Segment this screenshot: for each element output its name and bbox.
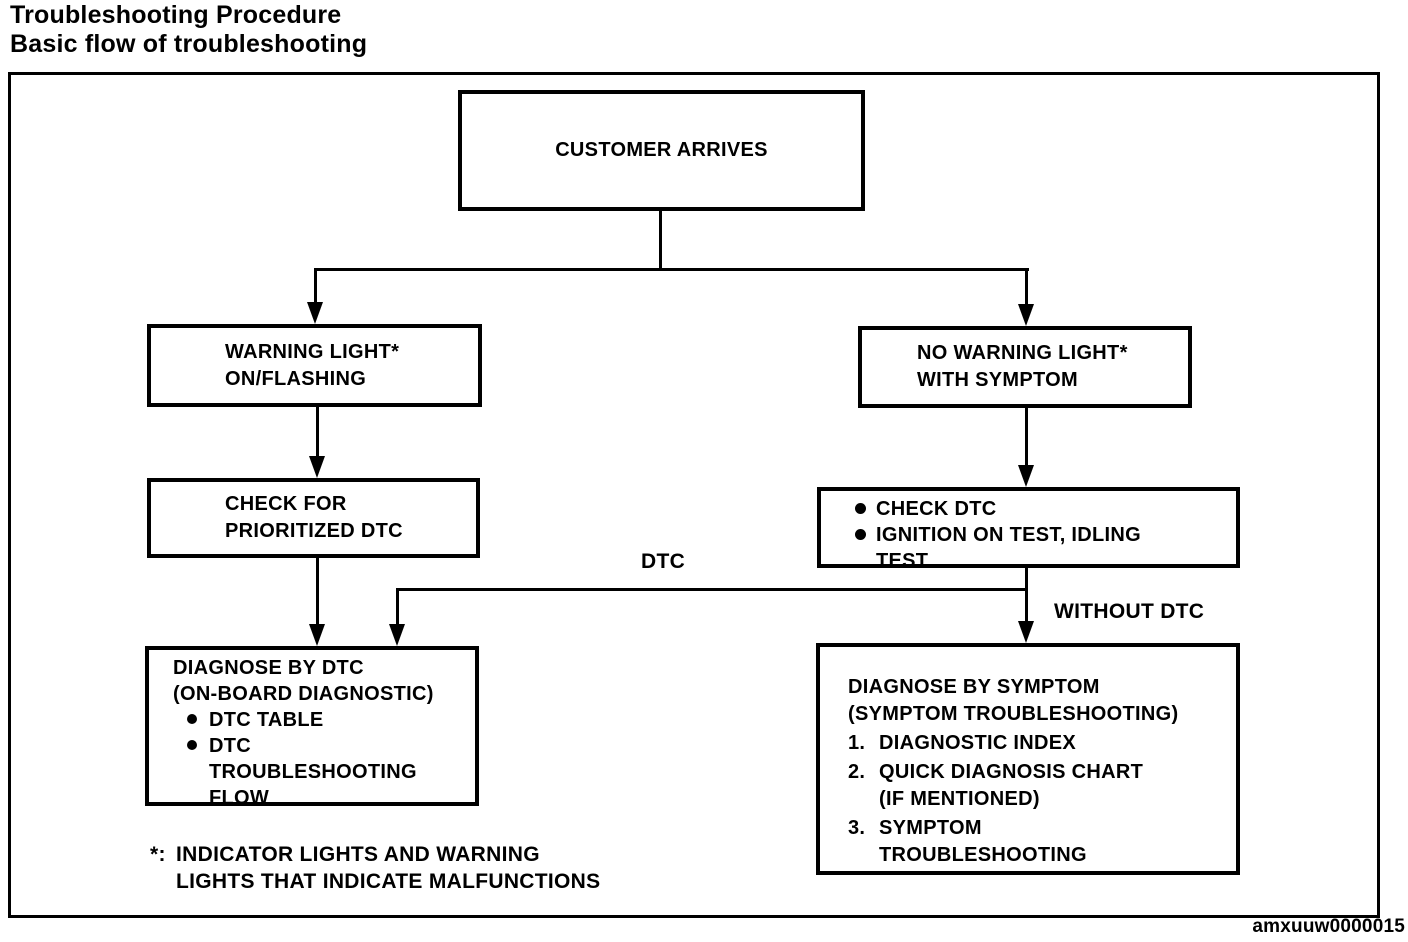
bullet-item: CHECK DTC [855,496,1230,522]
arrowhead-to-diagsym [1018,621,1034,643]
bullet-icon [187,714,197,724]
bullet-icon [855,529,866,540]
node-line: WARNING LIGHT* [225,340,400,363]
connector-withoutdtc-to-diagsym [1025,588,1028,625]
item-number: 3. [848,817,866,839]
bullet-item: DTC TABLE [187,707,469,733]
numbered-item: 1. DIAGNOSTIC INDEX [848,730,1230,757]
connector-dtc-to-diagdtc [396,588,399,628]
numbered-item: 2. QUICK DIAGNOSIS CHART (IF MENTIONED) [848,759,1230,813]
node-warning-light: WARNING LIGHT* ON/FLASHING [147,324,482,407]
bullet-line: DTC TABLE [209,709,324,731]
title-line-2: Basic flow of troubleshooting [10,30,368,58]
item-number: 2. [848,761,866,783]
title-line-1: Troubleshooting Procedure [10,1,342,29]
bullet-item: DTC TROUBLESHOOTING FLOW [187,733,469,811]
connector-check-to-diagdtc [316,558,319,628]
diagram-frame [8,72,1380,918]
node-diagnose-by-symptom: DIAGNOSE BY SYMPTOM (SYMPTOM TROUBLESHOO… [816,643,1240,875]
connector-customer-down [659,211,662,271]
footnote-line: LIGHTS THAT INDICATE MALFUNCTIONS [176,870,601,893]
connector-dtc-horizontal [396,588,1028,591]
item-line: (IF MENTIONED) [879,788,1040,810]
node-check-prioritized-dtc: CHECK FOR PRIORITIZED DTC [147,478,480,558]
node-customer-arrives: CUSTOMER ARRIVES [458,90,865,211]
bullet-line: TEST [876,550,929,572]
bullet-line: CHECK DTC [876,498,997,520]
footnote-marker: *: [150,843,166,866]
connector-warning-to-check [316,407,319,460]
node-subtitle: (ON-BOARD DIAGNOSTIC) [173,683,434,705]
item-number: 1. [848,732,866,754]
arrowhead-to-check-prioritized [309,456,325,478]
connector-checkdtc-down [1025,567,1028,591]
arrowhead-to-check-dtc [1018,465,1034,487]
node-line: ON/FLASHING [225,367,367,390]
bullet-icon [187,740,197,750]
edge-label-without-dtc: WITHOUT DTC [1054,600,1205,623]
bullet-line: IGNITION ON TEST, IDLING [876,524,1141,546]
edge-label-dtc: DTC [641,550,686,573]
bullet-line: DTC [209,735,252,757]
arrowhead-dtc-to-diagdtc [389,624,405,646]
page-title: Troubleshooting Procedure Basic flow of … [10,1,367,59]
connector-nowarn-to-checkdtc [1025,408,1028,469]
arrowhead-to-no-warning-light [1018,304,1034,326]
node-label: CUSTOMER ARRIVES [555,139,768,161]
arrowhead-to-warning-light [307,302,323,324]
item-line: SYMPTOM [879,817,982,839]
connector-split-horizontal [314,268,1029,271]
node-subtitle: (SYMPTOM TROUBLESHOOTING) [848,703,1179,725]
node-line: WITH SYMPTOM [917,369,1079,391]
node-title: DIAGNOSE BY SYMPTOM [848,676,1100,698]
arrowhead-check-to-diagdtc [309,624,325,646]
bullet-icon [855,503,866,514]
node-diagnose-by-dtc: DIAGNOSE BY DTC (ON-BOARD DIAGNOSTIC) DT… [145,646,479,809]
node-line: CHECK FOR [225,493,347,515]
connector-to-warning-light [314,268,317,306]
item-line: DIAGNOSTIC INDEX [879,732,1077,754]
node-title: DIAGNOSE BY DTC [173,657,364,679]
numbered-item: 3. SYMPTOM TROUBLESHOOTING [848,815,1230,869]
footnote-line: INDICATOR LIGHTS AND WARNING [176,843,540,866]
item-line: QUICK DIAGNOSIS CHART [879,761,1144,783]
bullet-line: FLOW [209,787,270,809]
node-no-warning-light: NO WARNING LIGHT* WITH SYMPTOM [858,326,1192,408]
node-line: PRIORITIZED DTC [225,520,403,542]
connector-to-no-warning-light [1025,268,1028,308]
footnote: *: INDICATOR LIGHTS AND WARNING LIGHTS T… [150,841,600,895]
item-line: TROUBLESHOOTING [879,844,1087,866]
bullet-item: IGNITION ON TEST, IDLING TEST [855,522,1230,574]
bullet-line: TROUBLESHOOTING [209,761,417,783]
figure-code: amxuuw0000015 [1252,916,1405,937]
node-check-dtc: CHECK DTC IGNITION ON TEST, IDLING TEST [817,487,1240,572]
node-line: NO WARNING LIGHT* [917,342,1128,364]
